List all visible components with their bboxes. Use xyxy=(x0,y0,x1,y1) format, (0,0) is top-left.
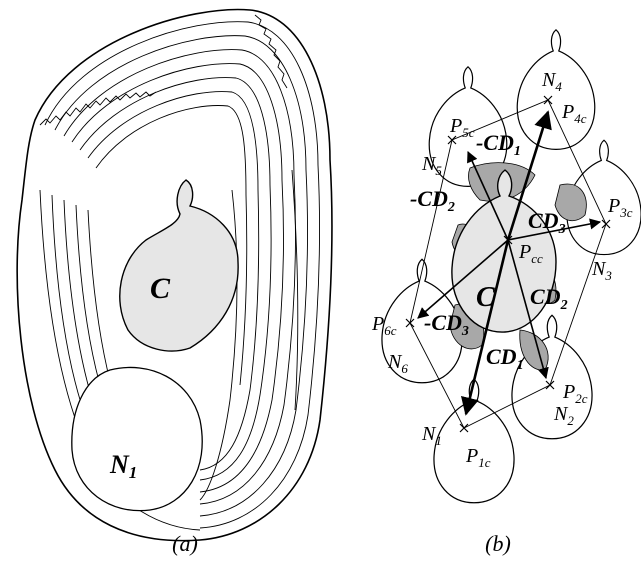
neighbor-label-n3: N3 xyxy=(591,258,612,283)
vector-label-cd2: CD2 xyxy=(530,284,568,313)
neighbor-label-n1: N1 xyxy=(421,423,442,448)
vector-label-neg-cd2: -CD2 xyxy=(410,186,455,215)
vector-label-cd1: CD1 xyxy=(486,344,524,373)
caption-b: (b) xyxy=(485,531,511,556)
neighbor-shape-n1 xyxy=(72,367,202,510)
center-label-b: C xyxy=(476,282,495,313)
vector-label-neg-cd1: -CD1 xyxy=(476,130,521,159)
panel-a: C N1 (a) xyxy=(17,10,332,556)
center-label-a: C xyxy=(150,272,171,305)
panel-b: Pcc P1c P2c P3c P4c P5c P6c N1 N2 N3 N4 … xyxy=(371,30,641,556)
caption-a: (a) xyxy=(172,531,198,556)
neighbor-shape-n1 xyxy=(434,379,514,503)
